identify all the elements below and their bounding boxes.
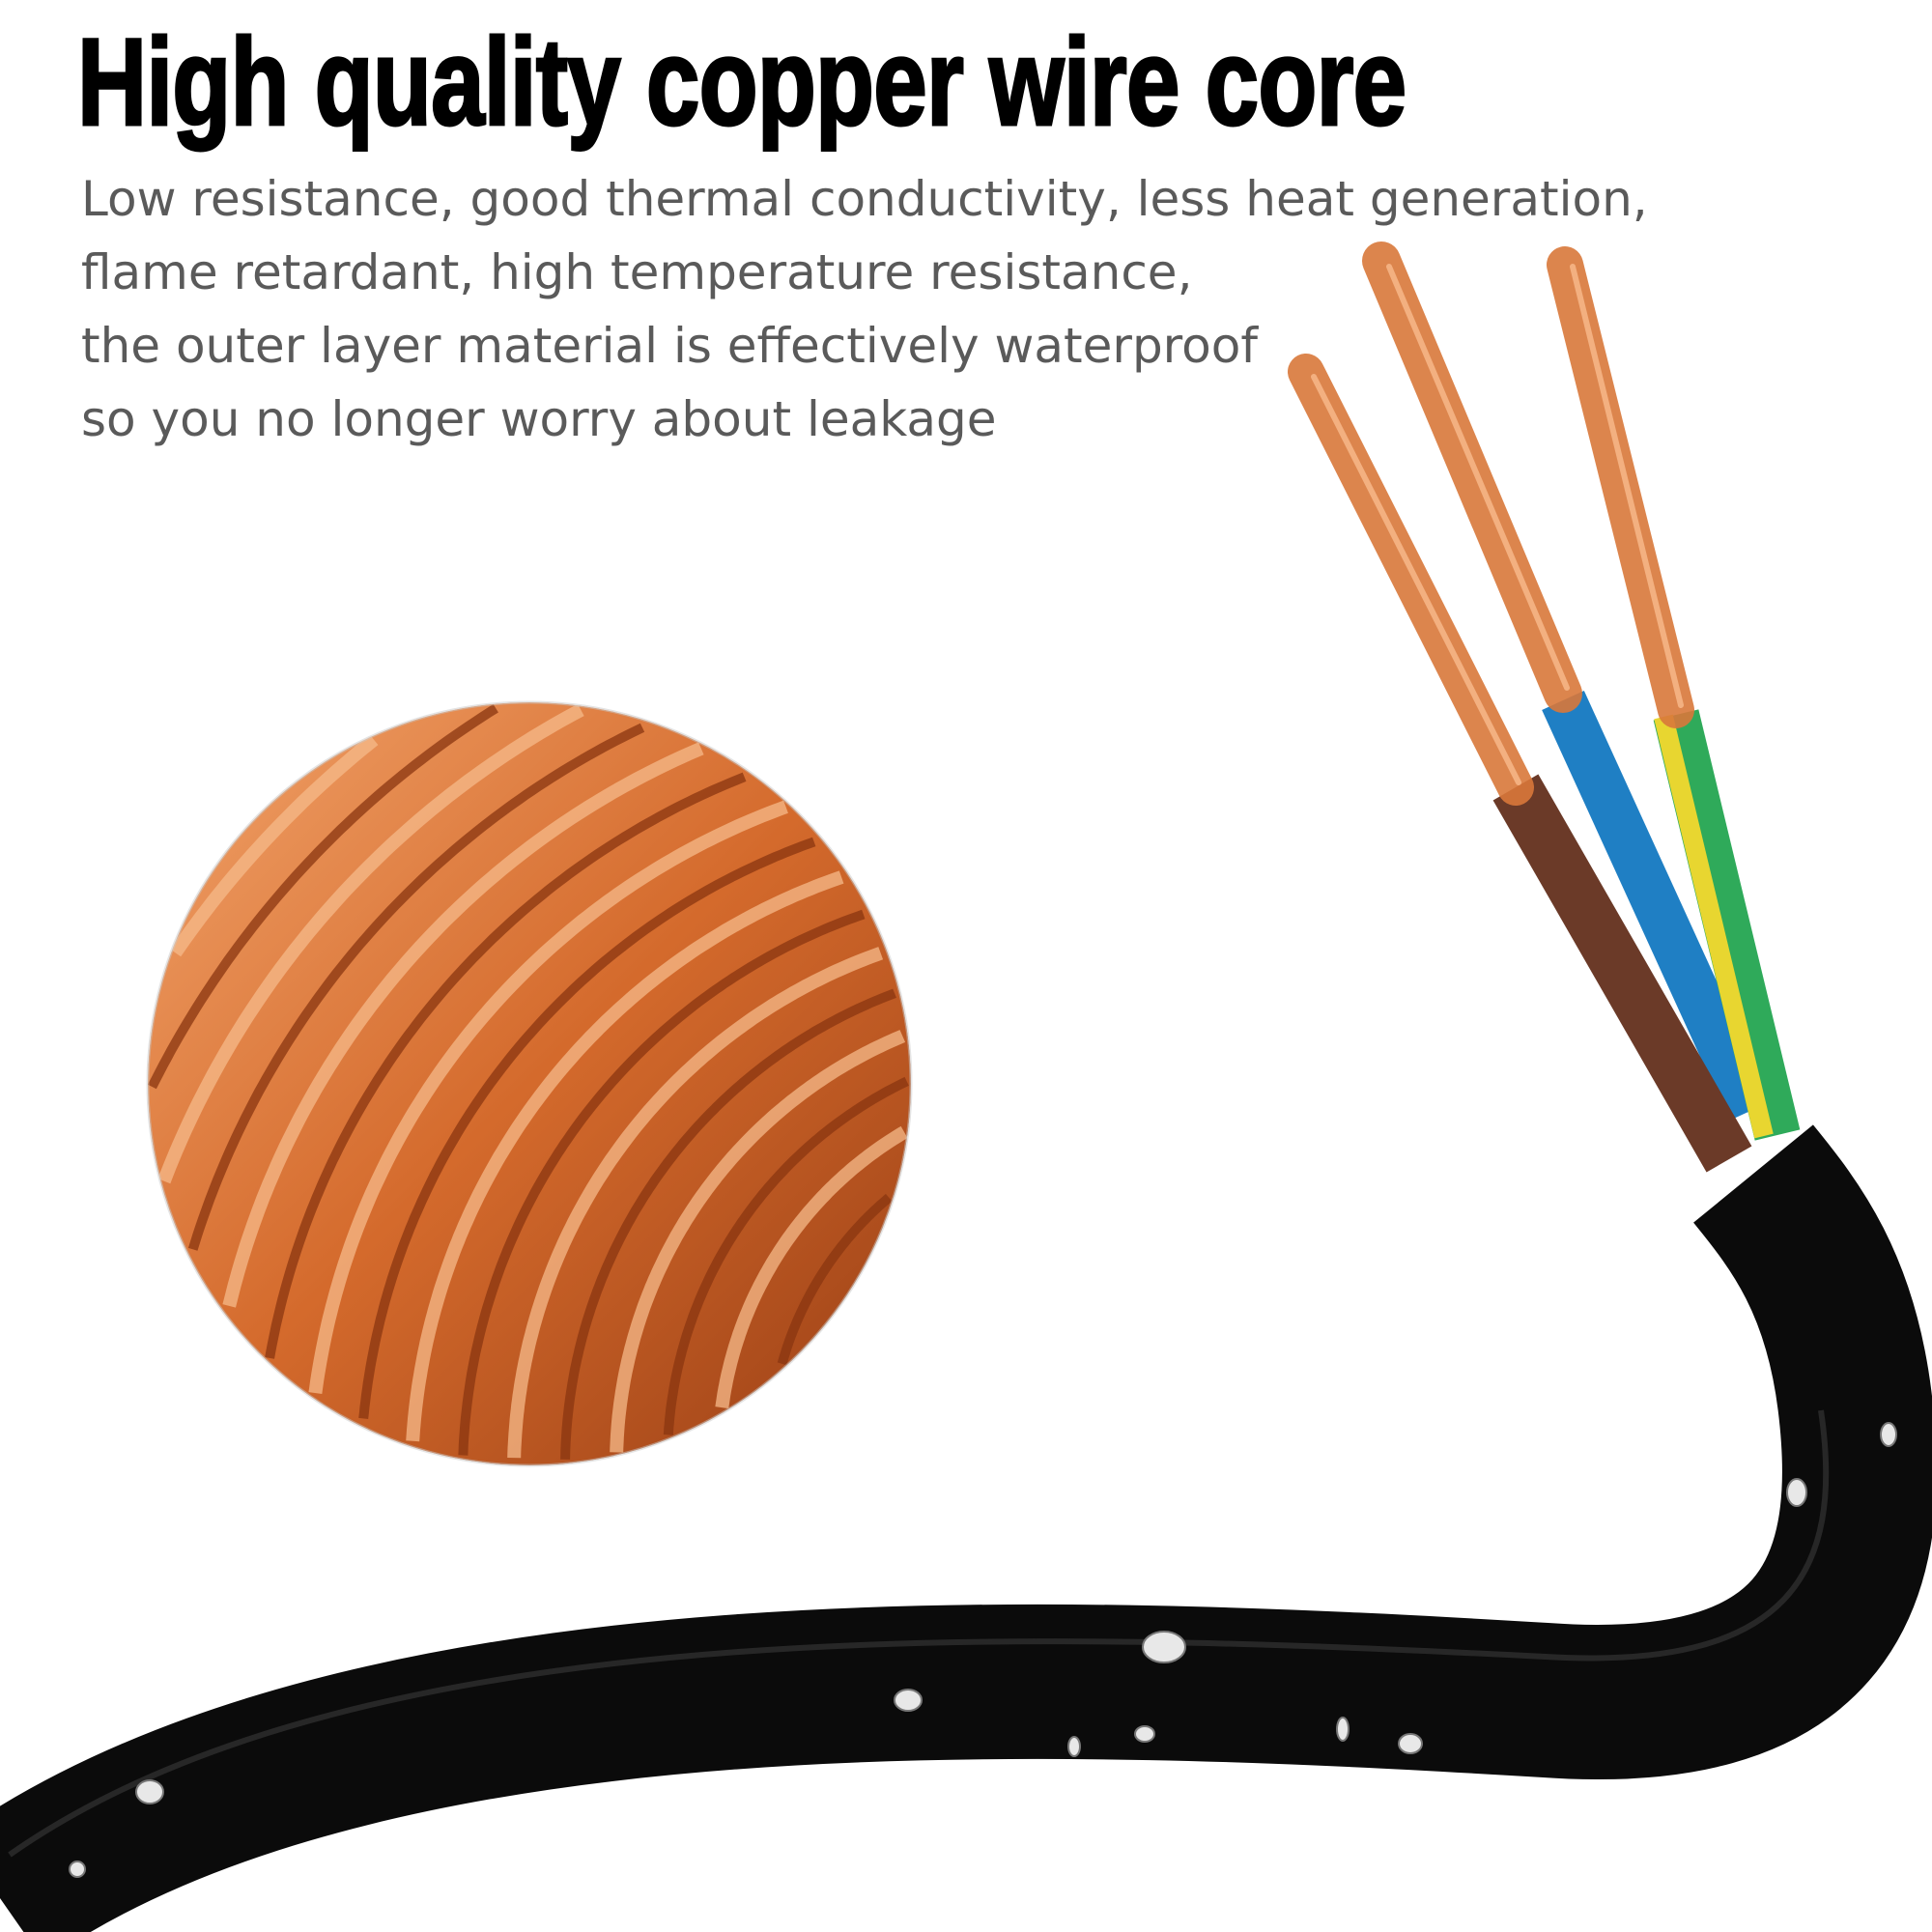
description-line: Low resistance, good thermal conductivit… [81,171,1648,227]
coil-wire-turn [169,734,379,957]
headline: High quality copper wire core [76,13,1408,154]
description-line: flame retardant, high temperature resist… [81,244,1193,300]
water-droplets [69,1422,1897,1878]
copper-coil-image [148,702,911,1465]
wire-green-yellow [1653,709,1801,1141]
coil-wire-turn [358,837,816,1419]
coil-wire-turn [148,703,498,1090]
coil-wire-turn [777,1193,893,1366]
coil-wire-turn [406,870,844,1442]
coil-wire-turn [560,988,896,1460]
cable-jacket [0,1124,1932,1932]
feature-description: Low resistance, good thermal conductivit… [81,162,1648,456]
coil-wire-turn [222,742,704,1308]
copper-strands [1288,242,1694,806]
description-line: so you no longer worry about leakage [81,391,997,447]
coil-wire-turn [187,723,645,1251]
wire-brown [1492,774,1752,1173]
coil-wire-turn [663,1076,909,1435]
coil-wire-turn [610,1030,906,1453]
coil-wire-turn [715,1125,908,1409]
coil-wire-turn [308,800,788,1395]
insulated-wires [1492,691,1801,1173]
description-line: the outer layer material is effectively … [81,318,1258,374]
wire-blue [1542,691,1772,1121]
coil-wire-turn [157,703,584,1184]
coil-wire-turn [265,772,747,1359]
coil-wire-turn [507,947,884,1459]
coil-wire-turn [458,909,866,1456]
